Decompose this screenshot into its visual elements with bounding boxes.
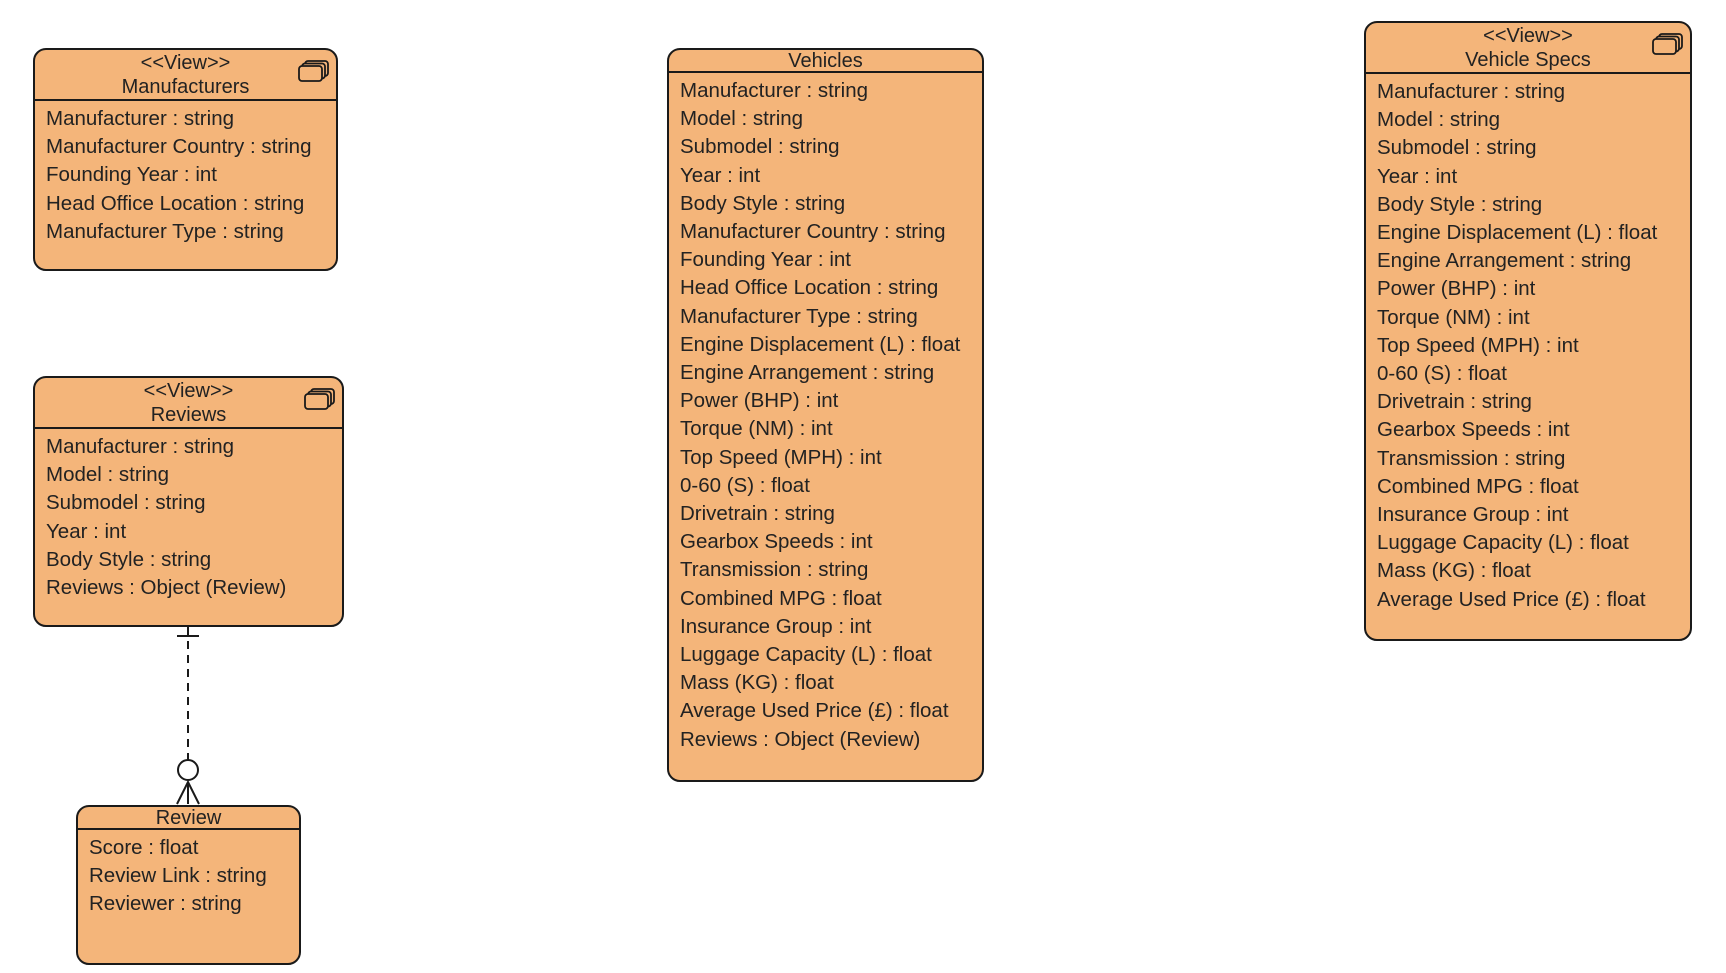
attribute-list: Manufacturer : string Manufacturer Count… xyxy=(35,101,336,246)
attribute: Drivetrain : string xyxy=(1377,390,1532,414)
entity-review[interactable]: Review Score : float Review Link : strin… xyxy=(76,805,301,965)
attribute: Manufacturer : string xyxy=(1377,80,1565,103)
attribute: Manufacturer Type : string xyxy=(46,219,284,243)
attribute: Transmission : string xyxy=(1377,446,1566,470)
attribute: Body Style : string xyxy=(680,191,846,215)
attribute: Top Speed (MPH) : int xyxy=(1377,333,1579,357)
attribute: Reviewer : string xyxy=(89,892,242,916)
attribute: Luggage Capacity (L) : float xyxy=(1377,531,1629,555)
attribute: Engine Displacement (L) : float xyxy=(680,332,961,356)
attribute: Score : float xyxy=(89,836,199,859)
entity-header: Review xyxy=(78,807,299,830)
attribute: Combined MPG : float xyxy=(680,586,882,610)
attribute: Top Speed (MPH) : int xyxy=(680,445,882,469)
attribute: Power (BHP) : int xyxy=(1377,277,1536,301)
attribute: Manufacturer : string xyxy=(680,79,868,102)
entity-name: Review xyxy=(155,807,222,829)
entity-stereotype: <<View>> xyxy=(1483,25,1573,47)
attribute: Head Office Location : string xyxy=(46,191,305,215)
attribute: Gearbox Speeds : int xyxy=(1377,418,1570,442)
attribute: 0-60 (S) : float xyxy=(1377,362,1507,386)
attribute: Manufacturer : string xyxy=(46,107,234,130)
attribute: Model : string xyxy=(46,463,170,487)
attribute-list: Manufacturer : string Model : string Sub… xyxy=(1366,74,1690,614)
attribute: Average Used Price (£) : float xyxy=(1377,587,1646,611)
attribute: Submodel : string xyxy=(1377,136,1537,160)
attribute: Body Style : string xyxy=(46,547,212,571)
attribute: Founding Year : int xyxy=(46,163,217,187)
entity-header: <<View>> Manufacturers xyxy=(35,50,336,101)
attribute: Manufacturer : string xyxy=(46,435,234,458)
attribute: Luggage Capacity (L) : float xyxy=(680,643,932,667)
entity-name: Vehicles xyxy=(788,50,863,72)
stacked-cards-icon xyxy=(1652,33,1683,55)
entity-reviews[interactable]: <<View>> Reviews Manufacturer : string M… xyxy=(33,376,344,627)
attribute: Transmission : string xyxy=(680,558,869,582)
attribute: Reviews : Object (Review) xyxy=(680,727,921,751)
entity-manufacturers[interactable]: <<View>> Manufacturers Manufacturer : st… xyxy=(33,48,338,271)
attribute: Power (BHP) : int xyxy=(680,389,839,413)
attribute-list: Manufacturer : string Model : string Sub… xyxy=(669,73,982,754)
attribute: Year : int xyxy=(46,519,127,543)
attribute: Manufacturer Country : string xyxy=(680,220,946,244)
attribute: 0-60 (S) : float xyxy=(680,473,810,497)
entity-vehicle-specs[interactable]: <<View>> Vehicle Specs Manufacturer : st… xyxy=(1364,21,1692,641)
entity-stereotype: <<View>> xyxy=(143,380,234,402)
entity-name: Reviews xyxy=(150,404,227,426)
entity-stereotype: <<View>> xyxy=(140,52,231,74)
attribute: Average Used Price (£) : float xyxy=(680,699,949,723)
entity-vehicles[interactable]: Vehicles Manufacturer : string Model : s… xyxy=(667,48,984,782)
entity-header: <<View>> Vehicle Specs xyxy=(1366,23,1690,74)
entity-name: Vehicle Specs xyxy=(1465,49,1591,71)
attribute-list: Score : float Review Link : string Revie… xyxy=(78,830,299,919)
attribute: Insurance Group : int xyxy=(1377,503,1569,527)
attribute: Review Link : string xyxy=(89,864,267,888)
attribute: Body Style : string xyxy=(1377,192,1543,216)
attribute: Combined MPG : float xyxy=(1377,474,1579,498)
entity-header: <<View>> Reviews xyxy=(35,378,342,429)
attribute: Mass (KG) : float xyxy=(680,671,834,695)
attribute: Year : int xyxy=(680,163,761,187)
attribute: Mass (KG) : float xyxy=(1377,559,1531,583)
attribute: Reviews : Object (Review) xyxy=(46,576,287,600)
attribute: Torque (NM) : int xyxy=(680,417,833,441)
attribute: Founding Year : int xyxy=(680,248,851,272)
stacked-cards-icon xyxy=(304,388,335,410)
stacked-cards-icon xyxy=(298,60,329,82)
attribute: Manufacturer Type : string xyxy=(680,304,918,328)
attribute: Year : int xyxy=(1377,164,1458,188)
attribute: Submodel : string xyxy=(680,135,840,159)
many-crowsfoot xyxy=(176,779,200,805)
entity-name: Manufacturers xyxy=(121,76,250,98)
attribute: Submodel : string xyxy=(46,491,206,515)
zero-cardinality-circle xyxy=(177,759,199,781)
attribute: Model : string xyxy=(1377,108,1501,132)
attribute-list: Manufacturer : string Model : string Sub… xyxy=(35,429,342,602)
attribute: Manufacturer Country : string xyxy=(46,135,312,159)
attribute: Engine Arrangement : string xyxy=(1377,249,1632,273)
attribute: Model : string xyxy=(680,107,804,131)
attribute: Head Office Location : string xyxy=(680,276,939,300)
attribute: Insurance Group : int xyxy=(680,614,872,638)
attribute: Torque (NM) : int xyxy=(1377,305,1530,329)
attribute: Gearbox Speeds : int xyxy=(680,530,873,554)
attribute: Drivetrain : string xyxy=(680,502,835,526)
entity-header: Vehicles xyxy=(669,50,982,73)
attribute: Engine Displacement (L) : float xyxy=(1377,221,1658,245)
attribute: Engine Arrangement : string xyxy=(680,361,935,385)
